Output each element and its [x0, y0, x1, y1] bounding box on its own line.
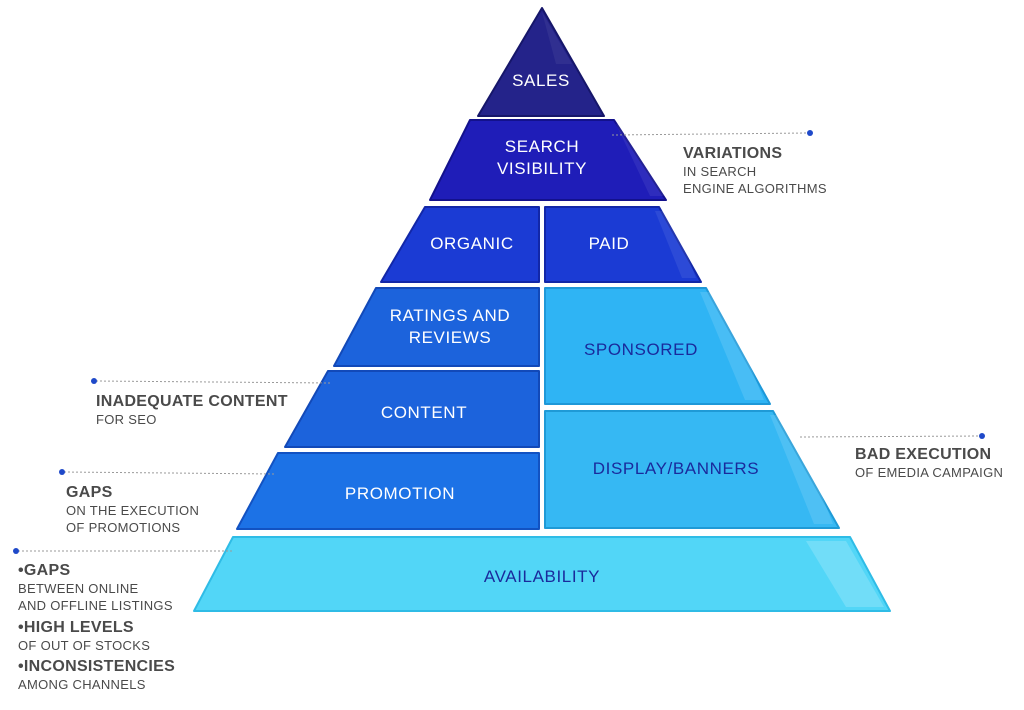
note-variations: VARIATIONS IN SEARCH ENGINE ALGORITHMS	[683, 145, 827, 196]
issue-high-levels-heading: •HIGH LEVELS	[18, 619, 134, 636]
note-variations-heading: VARIATIONS	[683, 145, 782, 162]
display-banners-label: DISPLAY/BANNERS	[593, 459, 759, 478]
search-visibility-label-line1: SEARCH	[505, 137, 579, 156]
note-variations-line1: IN SEARCH	[683, 164, 757, 179]
note-variations-line2: ENGINE ALGORITHMS	[683, 181, 827, 196]
tier-paid: PAID	[544, 206, 702, 283]
promotion-label: PROMOTION	[345, 484, 455, 503]
note-bad-execution-line1: OF EMEDIA CAMPAIGN	[855, 465, 1003, 480]
note-bad-execution: BAD EXECUTION OF EMEDIA CAMPAIGN	[855, 446, 1003, 480]
issue-high-levels-line1: OF OUT OF STOCKS	[18, 638, 150, 653]
leader-gaps-promotions	[59, 469, 276, 475]
note-gaps-promotions: GAPS ON THE EXECUTION OF PROMOTIONS	[66, 484, 199, 535]
note-availability-issues: •GAPS BETWEEN ONLINE AND OFFLINE LISTING…	[18, 562, 175, 692]
issue-gaps-line2: AND OFFLINE LISTINGS	[18, 598, 173, 613]
tier-promotion: PROMOTION	[236, 452, 540, 530]
tier-availability: AVAILABILITY	[193, 536, 891, 612]
tier-search-visibility: SEARCH VISIBILITY	[429, 119, 667, 201]
organic-label: ORGANIC	[430, 234, 514, 253]
ratings-reviews-label-line2: REVIEWS	[409, 328, 492, 347]
issue-inconsistencies-heading: •INCONSISTENCIES	[18, 658, 175, 675]
issue-gaps-line1: BETWEEN ONLINE	[18, 581, 139, 596]
note-inadequate-content-line1: FOR SEO	[96, 412, 157, 427]
sales-label: SALES	[512, 71, 570, 90]
sponsored-label: SPONSORED	[584, 340, 698, 359]
note-gaps-promotions-line1: ON THE EXECUTION	[66, 503, 199, 518]
ratings-reviews-label-line1: RATINGS AND	[390, 306, 511, 325]
note-gaps-promotions-heading: GAPS	[66, 484, 113, 501]
issue-inconsistencies-line1: AMONG CHANNELS	[18, 677, 146, 692]
content-label: CONTENT	[381, 403, 467, 422]
tier-ratings-reviews: RATINGS AND REVIEWS	[333, 287, 540, 367]
leader-bad-execution	[799, 433, 985, 439]
note-inadequate-content-heading: INADEQUATE CONTENT	[96, 393, 288, 410]
note-inadequate-content: INADEQUATE CONTENT FOR SEO	[96, 393, 288, 427]
issue-gaps-heading: •GAPS	[18, 562, 70, 579]
leader-inadequate-content	[91, 378, 331, 384]
search-visibility-label-line2: VISIBILITY	[497, 159, 587, 178]
availability-label: AVAILABILITY	[484, 567, 600, 586]
note-bad-execution-heading: BAD EXECUTION	[855, 446, 991, 463]
tier-organic: ORGANIC	[380, 206, 540, 283]
note-gaps-promotions-line2: OF PROMOTIONS	[66, 520, 180, 535]
tier-sales: SALES	[477, 7, 605, 117]
leader-availability	[13, 548, 232, 554]
tier-content: CONTENT	[284, 370, 540, 448]
tier-display-banners: DISPLAY/BANNERS	[544, 410, 840, 529]
tier-sponsored: SPONSORED	[544, 287, 771, 405]
leader-variations	[611, 130, 813, 136]
paid-label: PAID	[589, 234, 630, 253]
